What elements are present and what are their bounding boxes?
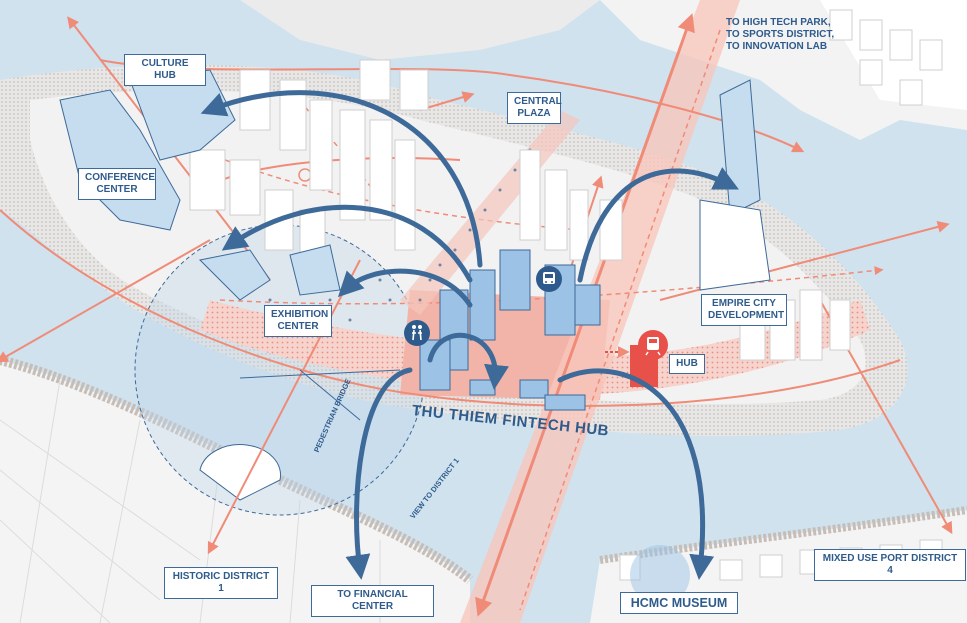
- bus-icon: [536, 266, 562, 292]
- exhibition-center-label: EXHIBITION CENTER: [264, 305, 332, 337]
- financial-center-label: TO FINANCIAL CENTER: [311, 585, 434, 617]
- museum-area: [630, 545, 690, 605]
- mixed-use-label: MIXED USE PORT DISTRICT 4: [814, 549, 966, 581]
- hub-label: HUB: [669, 354, 705, 374]
- empire-city-label: EMPIRE CITY DEVELOPMENT: [701, 294, 787, 326]
- connection-arrows: [200, 90, 739, 580]
- historic-district-label: HISTORIC DISTRICT 1: [164, 567, 278, 599]
- metro-icon: [638, 330, 668, 360]
- conference-center-label: CONFERENCE CENTER: [78, 168, 156, 200]
- culture-hub-label: CULTURE HUB: [124, 54, 206, 86]
- hcmc-museum-label: HCMC MUSEUM: [620, 592, 738, 614]
- central-plaza-label: CENTRAL PLAZA: [507, 92, 562, 124]
- high-tech-park-label: TO HIGH TECH PARK, TO SPORTS DISTRICT, T…: [726, 17, 835, 52]
- pedestrian-icon: [404, 320, 430, 346]
